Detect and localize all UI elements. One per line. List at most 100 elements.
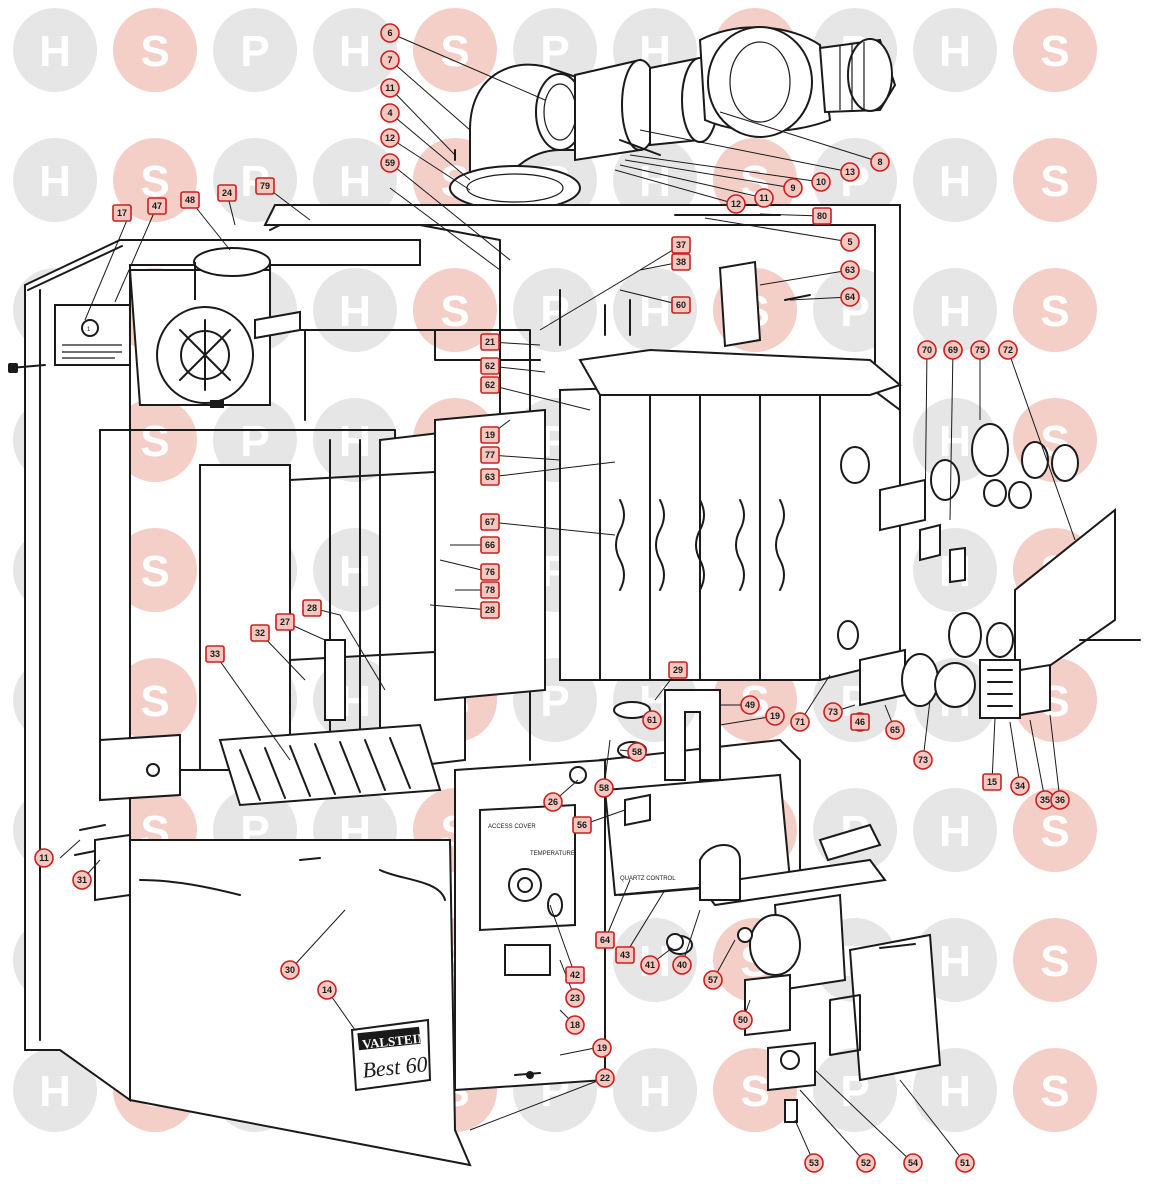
callout-round-61: 61: [642, 710, 662, 730]
callout-marker: [180, 191, 200, 209]
callout-round-73: 73: [913, 750, 933, 770]
callout-number: 21: [485, 337, 495, 347]
callout-number: 61: [647, 715, 657, 725]
callout-number: 75: [975, 345, 985, 355]
watermark-circle: [313, 528, 397, 612]
callout-number: 73: [828, 707, 838, 717]
callout-number: 67: [485, 517, 495, 527]
callout-number: 8: [877, 157, 882, 167]
callout-round-58: 58: [627, 742, 647, 762]
watermark-letter: H: [639, 287, 671, 336]
callout-marker: [1050, 790, 1070, 810]
watermark-circle: [13, 138, 97, 222]
watermark-letter: S: [1040, 807, 1069, 856]
watermark-letter: P: [240, 27, 269, 76]
callout-marker: [642, 710, 662, 730]
callout-number: 6: [387, 28, 392, 38]
callout-number: 63: [845, 265, 855, 275]
callout-marker: [480, 536, 500, 554]
callout-marker: [380, 153, 400, 173]
callout-marker: [970, 340, 990, 360]
watermark-letter: H: [939, 937, 971, 986]
callout-marker: [671, 253, 691, 271]
watermark-letter: H: [339, 417, 371, 466]
callout-round-10: 10: [811, 172, 831, 192]
callout-round-75: 75: [970, 340, 990, 360]
callout-marker: [480, 563, 500, 581]
callout-square-29: 29: [668, 661, 688, 679]
callout-round-18: 18: [565, 1015, 585, 1035]
callout-marker: [840, 260, 860, 280]
callout-square-24: 24: [217, 184, 237, 202]
gas-valve-assembly: [667, 823, 942, 1123]
callout-number: 9: [790, 183, 795, 193]
callout-marker: [668, 661, 688, 679]
callout-square-80: 80: [812, 207, 832, 225]
callout-square-38: 38: [671, 253, 691, 271]
callout-marker: [733, 1010, 753, 1030]
temperature-label: TEMPERATURE: [530, 851, 575, 857]
callout-number: 28: [307, 603, 317, 613]
callout-round-7: 7: [380, 50, 400, 70]
callout-number: 37: [676, 240, 686, 250]
callout-number: 53: [809, 1158, 819, 1168]
watermark-circle: [13, 8, 97, 92]
callout-marker: [72, 870, 92, 890]
callout-number: 42: [570, 970, 580, 980]
callout-number: 59: [385, 158, 395, 168]
callout-round-4: 4: [380, 103, 400, 123]
callout-round-6: 6: [380, 23, 400, 43]
callout-round-12: 12: [380, 128, 400, 148]
callout-marker: [595, 1068, 615, 1088]
callout-marker: [783, 178, 803, 198]
callout-marker: [565, 988, 585, 1008]
watermark-circle: [1013, 1048, 1097, 1132]
callout-round-34: 34: [1010, 776, 1030, 796]
watermark-letter: H: [939, 1067, 971, 1116]
watermark-circle: [913, 138, 997, 222]
callout-round-69: 69: [943, 340, 963, 360]
callout-round-19: 19: [592, 1038, 612, 1058]
watermark-letter: H: [939, 287, 971, 336]
callout-square-76: 76: [480, 563, 500, 581]
callout-round-11: 11: [754, 188, 774, 208]
watermark-letter: S: [440, 27, 469, 76]
watermark-letter: H: [39, 27, 71, 76]
heat-exchanger: [559, 348, 926, 707]
callout-marker: [380, 128, 400, 148]
callout-round-64: 64: [840, 287, 860, 307]
watermark-letter: H: [939, 157, 971, 206]
watermark-letter: H: [339, 27, 371, 76]
callout-round-71: 71: [790, 712, 810, 732]
callout-marker: [627, 742, 647, 762]
callout-square-62: 62: [480, 357, 500, 375]
watermark-letter: H: [939, 807, 971, 856]
callout-marker: [840, 287, 860, 307]
callout-number: 10: [816, 177, 826, 187]
callout-square-32: 32: [250, 624, 270, 642]
callout-marker: [480, 376, 500, 394]
callout-marker: [840, 162, 860, 182]
callout-marker: [217, 184, 237, 202]
callout-marker: [754, 188, 774, 208]
watermark-letter: P: [540, 287, 569, 336]
callout-number: 12: [731, 199, 741, 209]
callout-square-79: 79: [255, 177, 275, 195]
callout-number: 72: [1003, 345, 1013, 355]
callout-round-12: 12: [726, 194, 746, 214]
callout-square-63: 63: [480, 468, 500, 486]
watermark-circle: [913, 8, 997, 92]
callout-square-60: 60: [671, 296, 691, 314]
callout-number: 66: [485, 540, 495, 550]
watermark-circle: [113, 658, 197, 742]
callout-marker: [917, 340, 937, 360]
callout-square-62: 62: [480, 376, 500, 394]
callout-round-5: 5: [840, 232, 860, 252]
callout-round-49: 49: [740, 695, 760, 715]
watermark-circle: [1013, 788, 1097, 872]
watermark-circle: [213, 398, 297, 482]
callout-number: 63: [485, 472, 495, 482]
watermark-circle: [1013, 138, 1097, 222]
